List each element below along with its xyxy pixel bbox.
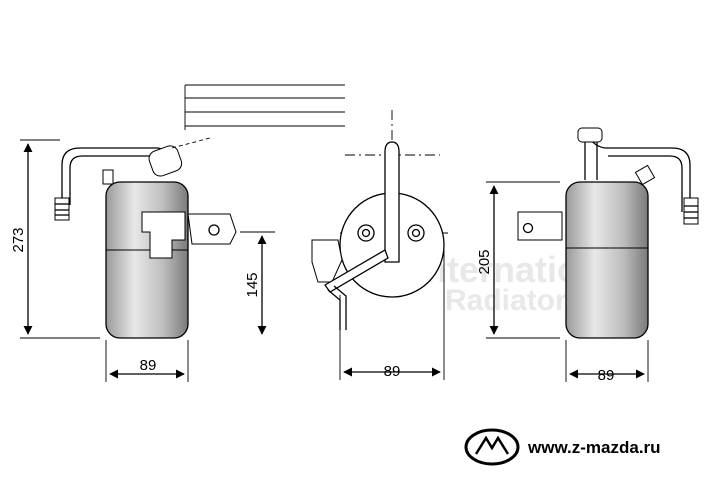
- construction-lines: [184, 84, 345, 130]
- dim-lower-145: 145: [244, 272, 261, 297]
- left-side-view: 273 145 89: [10, 137, 275, 382]
- dim-width-left: 89: [140, 357, 157, 374]
- dim-width-right: 89: [598, 367, 615, 384]
- watermark-line2: Radiators: [445, 284, 583, 317]
- dim-width-center: 89: [384, 363, 401, 380]
- dim-height-273: 273: [10, 227, 27, 252]
- right-side-view: 205 89: [476, 127, 699, 384]
- top-view: 89: [311, 110, 448, 380]
- dim-height-205: 205: [476, 249, 493, 274]
- drier-body-left: [105, 181, 189, 339]
- mazda-logo-icon: [464, 428, 520, 466]
- brand-url: www.z-mazda.ru: [527, 438, 661, 457]
- brand: www.z-mazda.ru: [464, 428, 661, 466]
- drier-body-right: [565, 181, 649, 339]
